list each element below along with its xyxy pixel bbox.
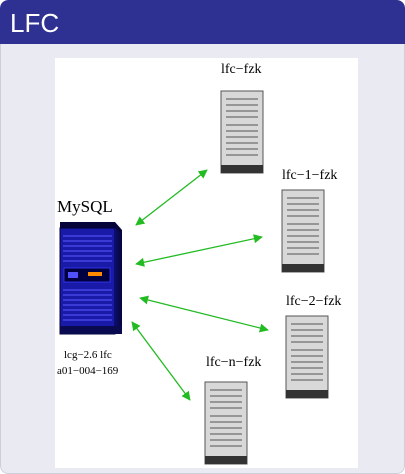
slide-title-bar: LFC: [0, 0, 405, 44]
server-label-lfc-n-fzk: lfc−n−fzk: [206, 355, 261, 370]
mysql-server-tower-icon: [59, 222, 122, 335]
server-label-lfc-2-fzk: lfc−2−fzk: [286, 294, 341, 309]
arrow-db-to-lfc-fzk: [135, 169, 208, 226]
arrow-db-to-lfc-1-fzk: [135, 234, 263, 267]
arrow-db-to-lfc-2-fzk: [139, 295, 269, 333]
db-caption-line1: lcg−2.6 lfc: [64, 349, 112, 361]
server-label-lfc-1-fzk: lfc−1−fzk: [282, 168, 337, 183]
file-server-tower-icon: [204, 381, 248, 465]
arrow-db-to-lfc-n-fzk: [131, 321, 191, 401]
server-label-lfc-fzk: lfc−fzk: [221, 62, 262, 77]
db-caption-line2: a01−004−169: [57, 365, 119, 377]
slide-title: LFC: [10, 8, 60, 38]
file-server-tower-icon: [281, 189, 325, 273]
file-server-tower-icon: [220, 90, 264, 174]
connection-arrows: [131, 169, 269, 401]
file-server-tower-icon: [285, 315, 329, 399]
db-label: MySQL: [57, 197, 113, 216]
